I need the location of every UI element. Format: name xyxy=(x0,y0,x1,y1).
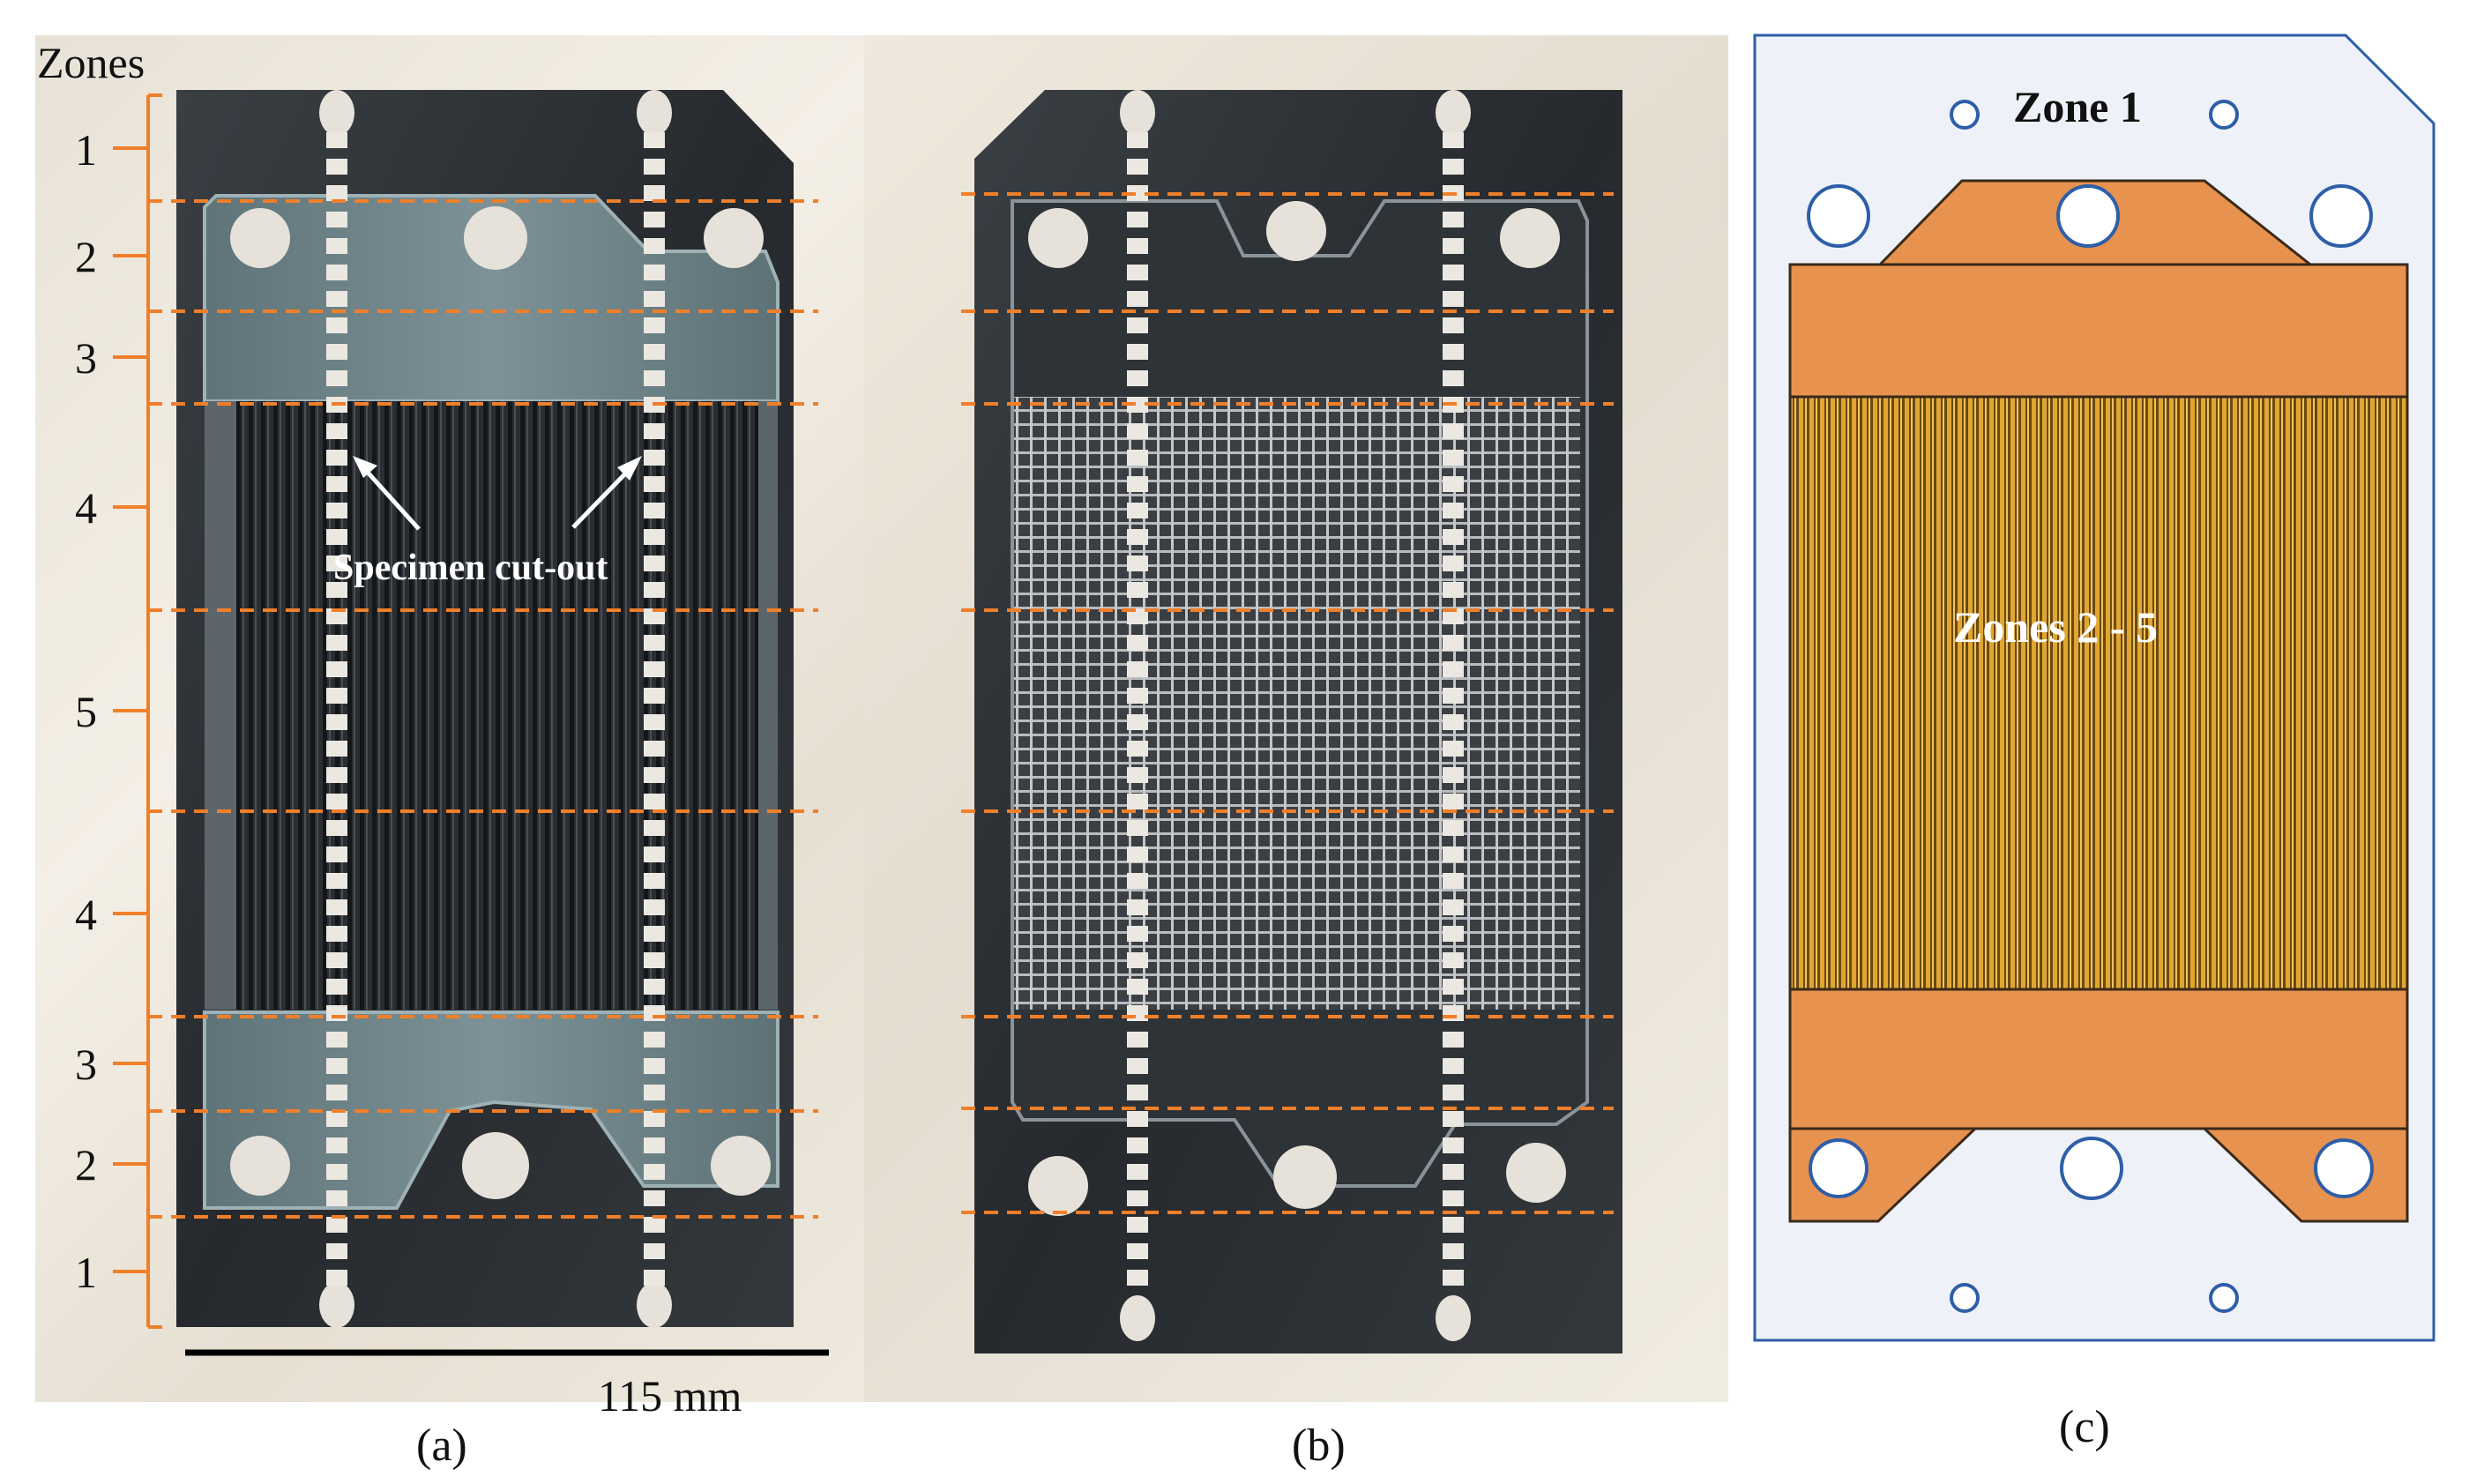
bolt-hole xyxy=(1950,1283,1980,1313)
edge-notch xyxy=(1436,1295,1471,1341)
bolt-hole xyxy=(2209,1283,2239,1313)
zone-label: 2 xyxy=(75,1140,97,1189)
zones-title: Zones xyxy=(37,38,145,87)
port-hole xyxy=(1273,1145,1337,1209)
plate-a-bottom-window xyxy=(203,1010,779,1210)
port-hole xyxy=(2056,184,2120,248)
plate-a-side-rail-right xyxy=(758,401,778,1010)
zone-lines-b xyxy=(961,192,1614,1214)
zones-2-5-label: Zones 2 - 5 xyxy=(1953,602,2158,652)
edge-notch xyxy=(1120,90,1155,136)
bolt-hole xyxy=(1950,100,1980,130)
port-hole xyxy=(1807,184,1870,248)
zone-label: 3 xyxy=(75,1040,97,1089)
zone-1-label: Zone 1 xyxy=(2013,82,2142,131)
zone-label: 1 xyxy=(75,1248,97,1297)
port-hole xyxy=(2060,1137,2123,1200)
port-hole xyxy=(2314,1138,2374,1198)
port-hole xyxy=(704,208,764,268)
port-hole xyxy=(230,208,290,268)
specimen-arrows xyxy=(353,456,642,531)
caption-c: (c) xyxy=(2059,1402,2110,1452)
port-hole xyxy=(1266,201,1326,261)
edge-notch xyxy=(1436,90,1471,136)
schematic-bottom-bar xyxy=(1788,988,2409,1130)
plate-a-side-rail-left xyxy=(205,401,236,1010)
edge-notch xyxy=(319,90,354,136)
zone-label: 1 xyxy=(75,125,97,175)
port-hole xyxy=(711,1136,771,1196)
edge-notch xyxy=(637,1282,672,1328)
port-hole xyxy=(1028,1156,1088,1216)
panel-c: Zone 1 Zones 2 - 5 (c) xyxy=(1753,34,2435,1452)
specimen-cut-out-label: Specimen cut-out xyxy=(333,548,608,588)
caption-b: (b) xyxy=(1292,1421,1346,1471)
port-hole xyxy=(230,1136,290,1196)
edge-notch xyxy=(1120,1295,1155,1341)
plate-a-top-window xyxy=(203,194,779,403)
port-hole xyxy=(1506,1143,1566,1203)
zone-label: 5 xyxy=(75,687,97,736)
port-hole xyxy=(462,1132,529,1199)
port-hole xyxy=(1809,1138,1869,1198)
edge-notch xyxy=(319,1282,354,1328)
plate-a-channel-field xyxy=(236,401,758,1010)
bolt-hole xyxy=(2209,100,2239,130)
zone-label: 3 xyxy=(75,333,97,383)
schematic-top-bar xyxy=(1788,263,2409,399)
port-hole xyxy=(1028,208,1088,268)
caption-a: (a) xyxy=(416,1421,467,1471)
edge-notch xyxy=(637,90,672,136)
plate-b-mesh xyxy=(1014,397,1580,1010)
zone-label: 4 xyxy=(75,483,97,533)
zone-label: 2 xyxy=(75,232,97,281)
port-hole xyxy=(2309,184,2373,248)
port-hole xyxy=(1500,208,1560,268)
scale-bar-label: 115 mm xyxy=(598,1371,742,1421)
panel-a: Specimen cut-out xyxy=(37,38,829,1471)
zone-ruler xyxy=(113,93,162,1329)
zone-lines-a xyxy=(148,199,818,1219)
zone-label: 4 xyxy=(75,890,97,939)
panel-b: (b) xyxy=(961,90,1622,1471)
port-hole xyxy=(464,206,527,270)
schematic-channel-field xyxy=(1788,395,2409,991)
